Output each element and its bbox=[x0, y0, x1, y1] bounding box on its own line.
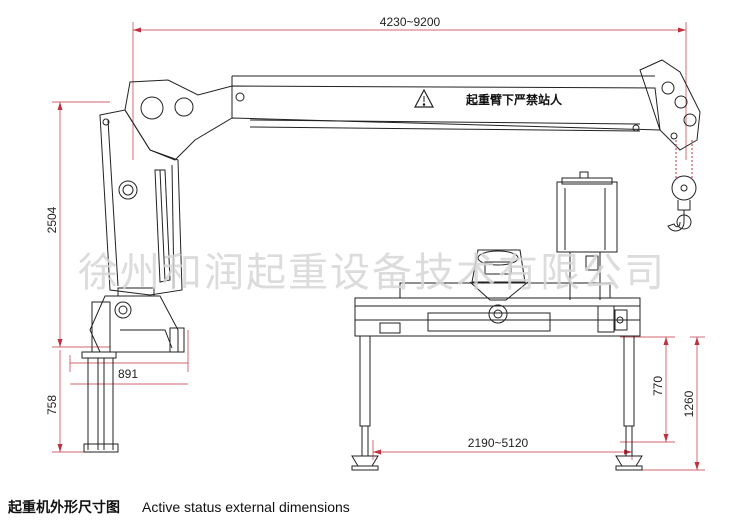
leg-span-dimension: 2190~5120 bbox=[468, 436, 529, 450]
total-height-dimension: 1260 bbox=[682, 390, 696, 417]
boom-warning-text: 起重臂下严禁站人 bbox=[465, 92, 563, 107]
figure-caption: 起重机外形尺寸图 Active status external dimension… bbox=[8, 497, 350, 517]
hook-block bbox=[667, 140, 697, 232]
watermark: 徐州和润起重设备技术有限公司 bbox=[78, 250, 666, 296]
caption-chinese: 起重机外形尺寸图 bbox=[8, 500, 120, 516]
base-height-dimension: 758 bbox=[45, 395, 59, 415]
crane-boom bbox=[124, 59, 701, 161]
dimension-guides bbox=[52, 22, 705, 471]
caption-english: Active status external dimensions bbox=[142, 499, 350, 515]
height-dimension: 2504 bbox=[45, 206, 59, 233]
truck-frame bbox=[351, 171, 643, 471]
base-offset-dimension: 891 bbox=[118, 367, 138, 381]
crane-column bbox=[81, 109, 185, 453]
dimension-arrowheads bbox=[57, 27, 700, 470]
reach-dimension: 4230~9200 bbox=[380, 15, 441, 29]
leg-height-dimension: 770 bbox=[651, 376, 665, 396]
